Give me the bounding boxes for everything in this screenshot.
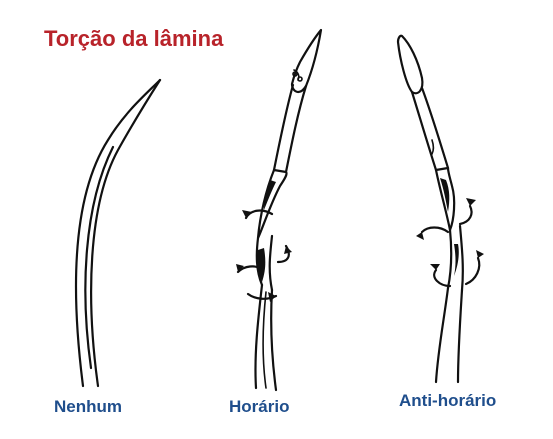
- label-counterclockwise: Anti-horário: [399, 391, 497, 410]
- label-clockwise: Horário: [229, 397, 290, 416]
- blade-no-twist: [74, 78, 162, 388]
- blade-counterclockwise: [396, 34, 484, 384]
- figure-title: Torção da lâmina: [44, 26, 224, 51]
- label-no-twist: Nenhum: [54, 397, 122, 416]
- blade-clockwise: [236, 28, 323, 392]
